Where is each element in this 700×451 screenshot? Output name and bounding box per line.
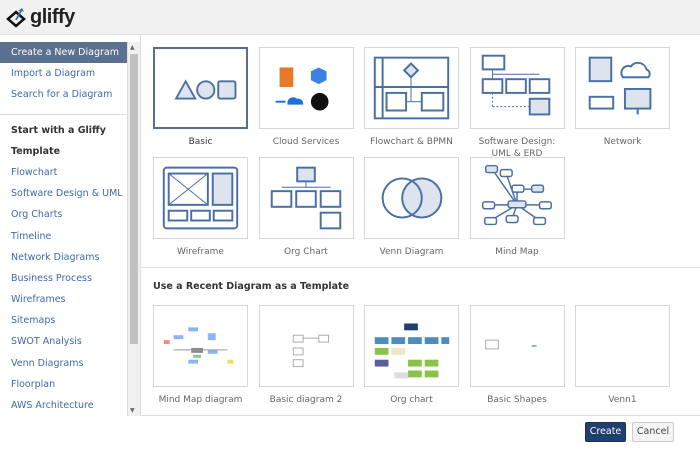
scroll-up-icon[interactable]: ▲ [130,44,135,51]
cancel-button[interactable]: Cancel [632,422,674,442]
sidebar-template-item[interactable]: Sitemaps [11,315,56,327]
header: gliffy [0,0,700,35]
sidebar-item-import[interactable]: Import a Diagram [11,68,96,80]
org-chart-icon [258,157,354,239]
sidebar-section-title: Start with a Gliffy [11,124,106,136]
template-tile[interactable]: Software Design: UML & ERD [469,47,565,160]
tile-label: Mind Map [495,247,539,257]
sidebar-template-item[interactable]: SWOT Analysis [11,336,82,348]
uml-icon [469,47,565,129]
sidebar-scrollbar[interactable]: ▲ ▼ [128,42,140,416]
tile-label: Cloud Services [272,137,340,147]
tile-label: Org chart [390,395,433,405]
recent-diagram-tile[interactable]: Basic Shapes [469,305,565,406]
tile-label: Basic [188,137,213,147]
basic-shapes-icon [153,47,248,129]
recent-diagram-thumbnail [469,305,565,387]
sidebar-template-item[interactable]: Venn Diagrams [11,357,84,369]
sidebar-template-item[interactable]: Flowchart [11,166,58,178]
recent-diagram-tile[interactable]: Mind Map diagram [153,305,248,406]
sidebar-item-create-new[interactable]: Create a New Diagram [0,42,127,64]
recent-diagram-thumbnail [364,305,459,387]
tile-label: Org Chart [284,247,328,257]
main-panel: Basic Cloud Services Flowchart & BPMN Softw… [140,35,700,415]
template-tile[interactable]: Flowchart & BPMN [364,47,459,160]
network-icon [575,47,670,129]
recent-diagram-thumbnail [575,305,670,387]
scroll-down-icon[interactable]: ▼ [130,407,135,414]
sidebar-template-item[interactable]: Timeline [11,230,52,242]
sidebar-template-item[interactable]: Floorplan [11,378,56,390]
sidebar-template-item[interactable]: Wireframes [11,294,66,306]
tile-label: Basic Shapes [487,395,547,405]
recent-diagram-thumbnail [258,305,354,387]
sidebar-section-title-cont: Template [11,145,61,157]
template-tile[interactable]: Org Chart [258,157,354,258]
flowchart-icon [364,47,459,129]
sidebar-divider [0,113,127,115]
recent-diagram-tile[interactable]: Venn1 [575,305,670,406]
tile-label: Venn1 [608,395,637,405]
tile-label: Software Design: UML & ERD [478,137,556,159]
tile-label: Basic diagram 2 [269,395,343,405]
sidebar-template-item[interactable]: Org Charts [11,209,63,221]
tile-label: Flowchart & BPMN [370,137,453,147]
sidebar-item-search[interactable]: Search for a Diagram [11,89,113,101]
sidebar-template-item[interactable]: Software Design & UML [11,188,123,200]
sidebar-template-item[interactable]: Business Process [11,272,92,284]
template-tile[interactable]: Network [575,47,670,160]
create-button[interactable]: Create [585,422,626,442]
template-tile[interactable]: Basic [153,47,248,160]
venn-icon [364,157,459,239]
recent-diagram-thumbnail [153,305,248,387]
template-tile[interactable]: Wireframe [153,157,248,258]
scrollbar-thumb[interactable] [130,54,138,344]
mind-map-icon [469,157,565,239]
gliffy-logo-icon [6,7,26,28]
cloud-services-icon [258,47,354,129]
footer: Create Cancel [140,415,700,451]
gliffy-logo: gliffy [6,6,75,29]
recent-heading: Use a Recent Diagram as a Template [153,281,350,292]
template-tile[interactable]: Venn Diagram [364,157,459,258]
sidebar-template-item[interactable]: Network Diagrams [11,251,100,263]
recent-diagram-tile[interactable]: Org chart [364,305,459,406]
tile-label: Network [603,137,642,147]
tile-label: Wireframe [177,247,224,257]
sidebar: Create a New Diagram Import a Diagram Se… [0,42,128,416]
template-tile[interactable]: Cloud Services [258,47,354,160]
tile-label: Venn Diagram [379,247,444,257]
template-tile[interactable]: Mind Map [469,157,565,258]
recent-diagram-tile[interactable]: Basic diagram 2 [258,305,354,406]
sidebar-template-item[interactable]: AWS Architecture [11,400,94,411]
section-divider [141,267,700,268]
wireframe-icon [153,157,248,239]
tile-label: Mind Map diagram [158,395,243,405]
